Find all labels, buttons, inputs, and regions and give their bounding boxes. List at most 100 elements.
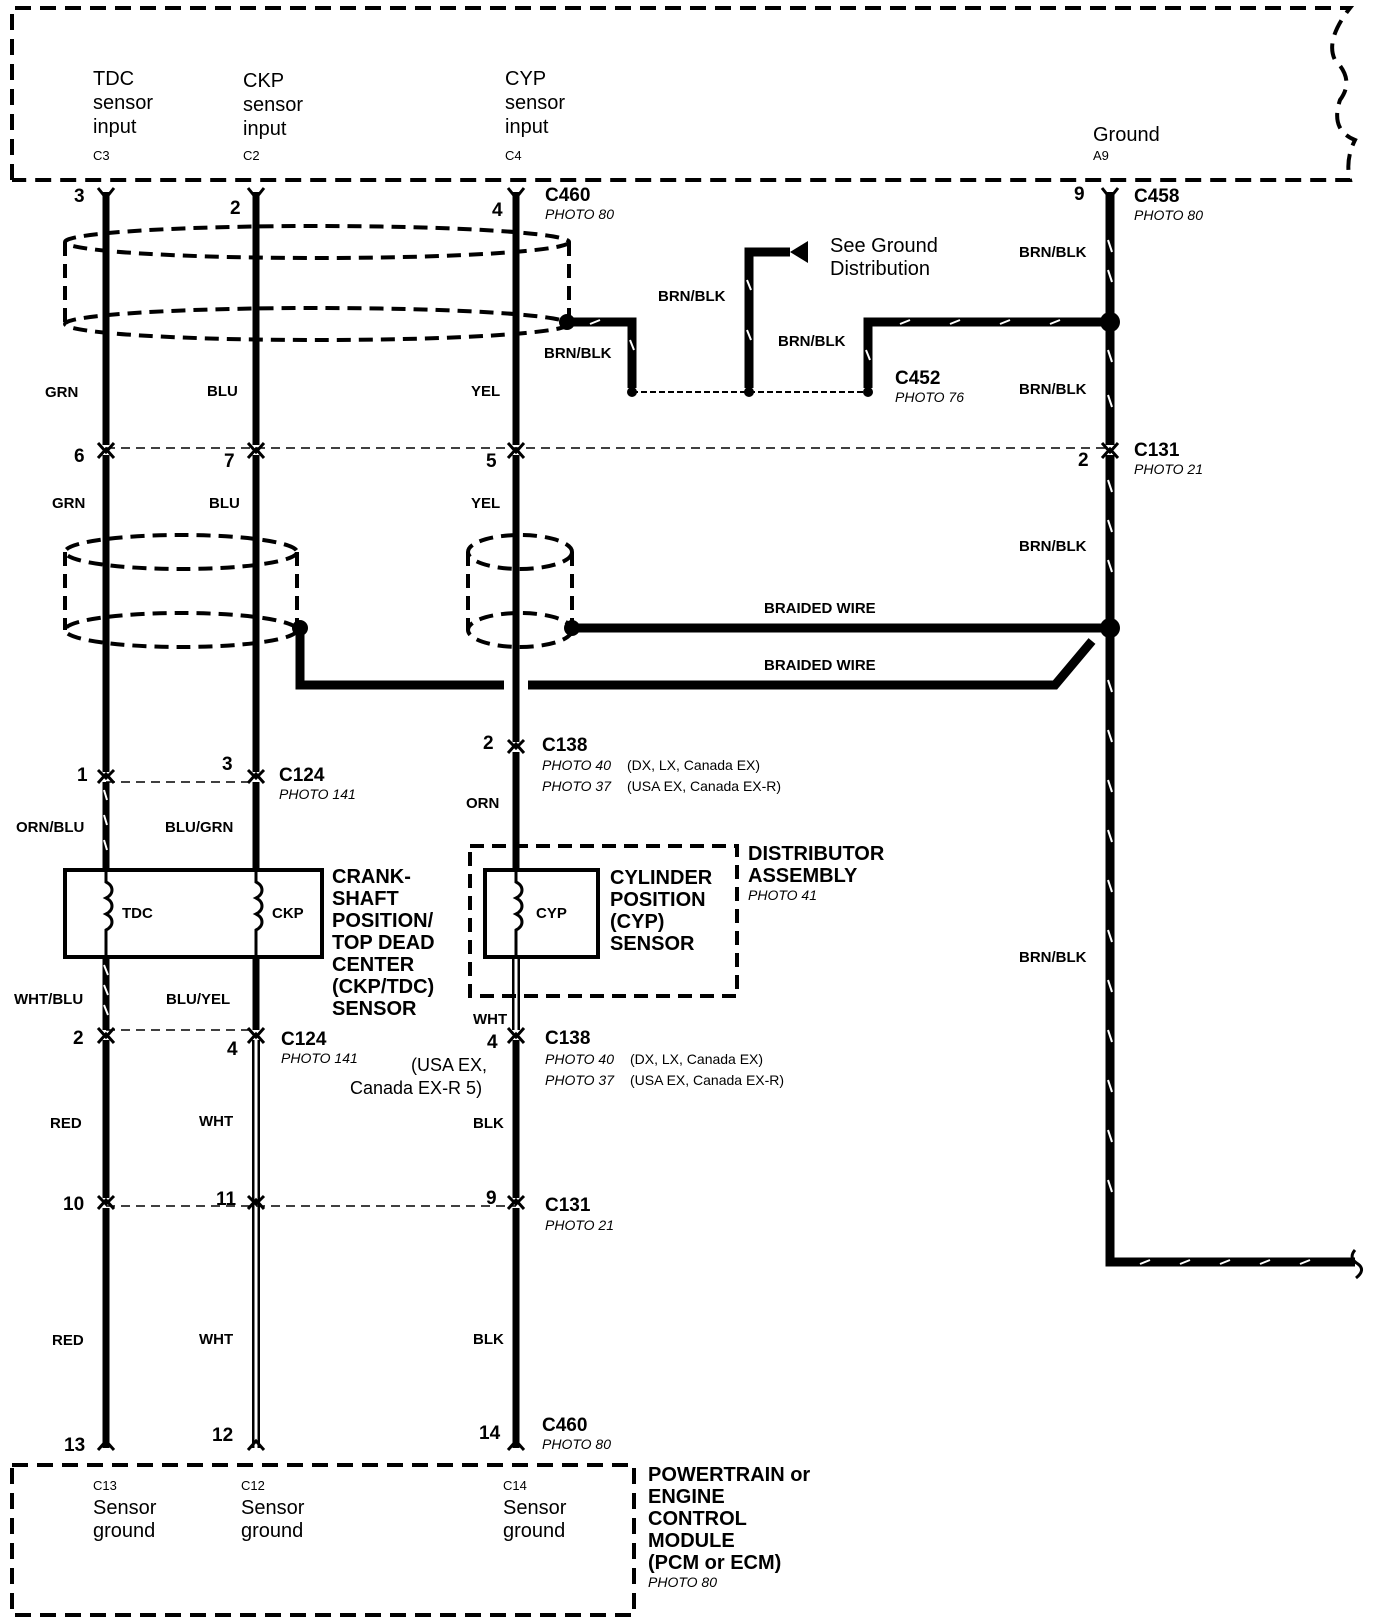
- svg-text:C460: C460: [545, 185, 590, 206]
- cyp-sensor: CYP CYLINDER POSITION (CYP) SENSOR: [483, 867, 713, 959]
- svg-text:CRANK-: CRANK-: [332, 866, 411, 888]
- svg-text:(USA EX,: (USA EX,: [411, 1055, 487, 1075]
- svg-text:BLU: BLU: [207, 383, 238, 400]
- svg-text:(CYP): (CYP): [610, 911, 664, 933]
- svg-text:A9: A9: [1093, 148, 1109, 163]
- c452-connector: C452 PHOTO 76: [895, 368, 964, 405]
- svg-text:PHOTO 40: PHOTO 40: [545, 1051, 614, 1067]
- tdc-shield-dot: [292, 620, 308, 636]
- pcm-ckp-input: CKP sensor input C2: [243, 70, 303, 163]
- svg-text:CYLINDER: CYLINDER: [610, 867, 713, 889]
- tdc-coil-label: TDC: [122, 905, 153, 922]
- svg-text:C14: C14: [503, 1478, 527, 1493]
- shield-drain-wires: [568, 247, 1110, 388]
- svg-text:PHOTO 80: PHOTO 80: [545, 206, 614, 222]
- svg-text:POWERTRAIN or: POWERTRAIN or: [648, 1464, 810, 1486]
- svg-text:ground: ground: [93, 1520, 155, 1542]
- svg-text:C4: C4: [505, 148, 522, 163]
- c124-bottom-connector: 2 4 C124 PHOTO 141: [73, 1028, 358, 1066]
- svg-text:BLU/GRN: BLU/GRN: [165, 819, 233, 836]
- tdc-ckp-shield: [63, 533, 299, 649]
- svg-text:MODULE: MODULE: [648, 1530, 735, 1552]
- svg-text:PHOTO 37: PHOTO 37: [542, 778, 612, 794]
- svg-text:BRN/BLK: BRN/BLK: [778, 333, 846, 350]
- pcm-label: POWERTRAIN or ENGINE CONTROL MODULE (PCM…: [648, 1464, 810, 1590]
- svg-text:C138: C138: [542, 735, 587, 756]
- svg-text:PHOTO 80: PHOTO 80: [542, 1436, 611, 1452]
- ground-ref-arrow: [790, 241, 808, 263]
- svg-text:(DX, LX, Canada EX): (DX, LX, Canada EX): [630, 1051, 763, 1067]
- svg-text:(CKP/TDC): (CKP/TDC): [332, 976, 434, 998]
- ckp-tdc-sensor-label: CRANK- SHAFT POSITION/ TOP DEAD CENTER (…: [332, 866, 435, 1020]
- svg-text:CENTER: CENTER: [332, 954, 415, 976]
- svg-text:Sensor: Sensor: [241, 1497, 305, 1519]
- c452-splice: [627, 387, 873, 397]
- svg-text:2: 2: [73, 1028, 84, 1049]
- wire-color-labels: GRN BLU YEL BRN/BLK BRN/BLK BRN/BLK BRN/…: [14, 244, 1087, 1349]
- svg-text:(DX, LX, Canada EX): (DX, LX, Canada EX): [627, 757, 760, 773]
- c131-top-connector: 6 7 5 2 C131 PHOTO 21: [74, 440, 1203, 477]
- pcm-c12-sensor-ground: C12 Sensor ground: [241, 1478, 305, 1542]
- svg-text:C131: C131: [545, 1195, 591, 1216]
- svg-text:(PCM or ECM): (PCM or ECM): [648, 1552, 781, 1574]
- svg-text:ground: ground: [241, 1520, 303, 1542]
- svg-text:(USA EX, Canada EX-R): (USA EX, Canada EX-R): [630, 1072, 784, 1088]
- svg-text:BRN/BLK: BRN/BLK: [1019, 538, 1087, 555]
- svg-text:input: input: [505, 116, 549, 138]
- svg-text:TDC: TDC: [93, 68, 134, 90]
- svg-text:ASSEMBLY: ASSEMBLY: [748, 865, 858, 887]
- svg-text:Sensor: Sensor: [503, 1497, 567, 1519]
- pcm-ground: Ground A9: [1093, 124, 1160, 163]
- svg-text:Ground: Ground: [1093, 124, 1160, 146]
- svg-text:2: 2: [1078, 450, 1089, 471]
- svg-text:PHOTO 41: PHOTO 41: [748, 887, 817, 903]
- svg-text:TOP DEAD: TOP DEAD: [332, 932, 435, 954]
- cyp-coil-label: CYP: [536, 905, 567, 922]
- svg-text:CKP: CKP: [243, 70, 284, 92]
- svg-text:ORN: ORN: [466, 795, 499, 812]
- svg-text:9: 9: [1074, 184, 1085, 205]
- pcm-c14-sensor-ground: C14 Sensor ground: [503, 1478, 567, 1542]
- svg-text:POSITION: POSITION: [610, 889, 706, 911]
- wire-ground: [1105, 192, 1363, 1280]
- svg-text:GRN: GRN: [45, 384, 78, 401]
- svg-text:3: 3: [222, 754, 233, 775]
- svg-text:ORN/BLU: ORN/BLU: [16, 819, 84, 836]
- ground-splice-upper: [1100, 312, 1120, 332]
- pcm-tdc-input: TDC sensor input C3: [93, 68, 153, 163]
- svg-text:ground: ground: [503, 1520, 565, 1542]
- svg-text:SENSOR: SENSOR: [610, 933, 695, 955]
- svg-text:Sensor: Sensor: [93, 1497, 157, 1519]
- svg-text:BLU/YEL: BLU/YEL: [166, 991, 230, 1008]
- svg-text:RED: RED: [52, 1332, 84, 1349]
- c124-top-connector: 1 3 C124 PHOTO 141: [77, 754, 356, 802]
- connector-ticks: [96, 187, 1120, 1451]
- svg-text:sensor: sensor: [93, 92, 153, 114]
- svg-text:BLK: BLK: [473, 1115, 504, 1132]
- c460-bottom-connector: 13 12 14 C460 PHOTO 80: [64, 1415, 611, 1456]
- wire-tdc-stripes: [103, 789, 109, 1016]
- svg-text:12: 12: [212, 1425, 233, 1446]
- c458-connector: 9 C458 PHOTO 80: [1074, 184, 1203, 223]
- connector-dashes: [106, 447, 1110, 1207]
- shield-drain-dot: [559, 314, 575, 330]
- svg-text:PHOTO 40: PHOTO 40: [542, 757, 611, 773]
- svg-text:BRN/BLK: BRN/BLK: [1019, 949, 1087, 966]
- svg-text:ENGINE: ENGINE: [648, 1486, 725, 1508]
- ckp-coil-label: CKP: [272, 905, 304, 922]
- svg-text:2: 2: [230, 198, 241, 219]
- svg-text:C131: C131: [1134, 440, 1180, 461]
- svg-text:11: 11: [216, 1189, 237, 1210]
- svg-text:PHOTO 37: PHOTO 37: [545, 1072, 615, 1088]
- svg-text:4: 4: [227, 1039, 238, 1060]
- ground-distribution-ref: See Ground Distribution: [830, 235, 938, 280]
- svg-text:C460: C460: [542, 1415, 587, 1436]
- svg-text:13: 13: [64, 1435, 85, 1456]
- svg-text:PHOTO 76: PHOTO 76: [895, 389, 964, 405]
- svg-text:7: 7: [224, 451, 235, 472]
- svg-text:BRN/BLK: BRN/BLK: [1019, 244, 1087, 261]
- svg-text:C452: C452: [895, 368, 940, 389]
- svg-text:1: 1: [77, 765, 88, 786]
- svg-text:C124: C124: [281, 1029, 327, 1050]
